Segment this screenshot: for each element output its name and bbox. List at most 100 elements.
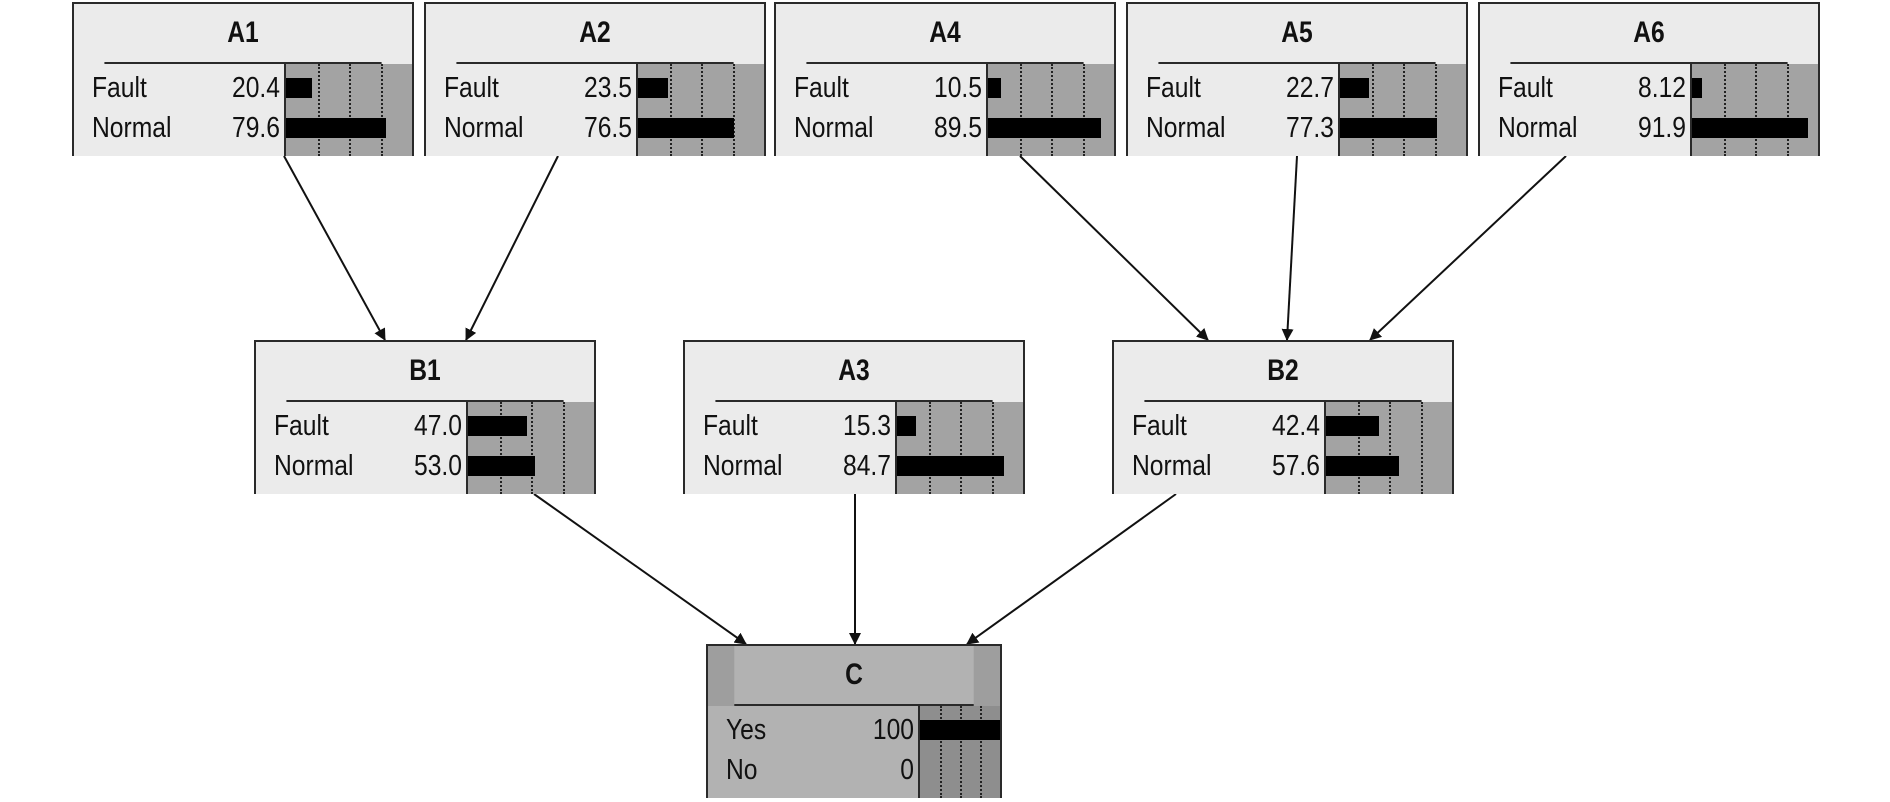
- edge-b1-to-c: [533, 493, 747, 645]
- state-label: Normal: [1146, 111, 1226, 144]
- probability-bars: [284, 64, 412, 156]
- state-row-fault[interactable]: Fault 10.5: [794, 68, 986, 108]
- state-row-fault[interactable]: Fault 15.3: [703, 406, 895, 446]
- probability-bar-normal: [1326, 456, 1399, 476]
- edge-a1-to-b1: [283, 155, 386, 341]
- grid-line: [980, 706, 982, 798]
- state-label: Fault: [703, 409, 758, 442]
- state-value: 0: [900, 753, 914, 786]
- state-row-fault[interactable]: Fault 22.7: [1146, 68, 1338, 108]
- state-row-normal[interactable]: Normal 77.3: [1146, 108, 1338, 148]
- grid-line: [531, 402, 533, 494]
- grid-line: [1051, 64, 1053, 156]
- probability-bar-fault: [468, 416, 527, 436]
- state-row-fault[interactable]: Fault 23.5: [444, 68, 636, 108]
- probability-bar-fault: [1326, 416, 1379, 436]
- state-value: 47.0: [414, 409, 462, 442]
- probability-bar-fault: [286, 78, 312, 98]
- state-value: 20.4: [232, 71, 280, 104]
- node-title: B2: [1144, 342, 1422, 402]
- state-label: Normal: [703, 449, 783, 482]
- grid-line: [1372, 64, 1374, 156]
- state-row-normal[interactable]: Normal 91.9: [1498, 108, 1690, 148]
- edge-b2-to-c: [966, 493, 1177, 645]
- state-value: 10.5: [934, 71, 982, 104]
- state-value: 42.4: [1272, 409, 1320, 442]
- state-value: 100: [872, 713, 914, 746]
- state-row-normal[interactable]: Normal 53.0: [274, 446, 466, 486]
- grid-line: [1435, 64, 1437, 156]
- state-row-no[interactable]: No 0: [726, 750, 918, 790]
- state-label: Fault: [794, 71, 849, 104]
- probability-bar-fault: [1340, 78, 1369, 98]
- state-value: 57.6: [1272, 449, 1320, 482]
- state-label: Normal: [1498, 111, 1578, 144]
- grid-line: [1724, 64, 1726, 156]
- edge-a6-to-b2: [1369, 155, 1567, 341]
- probability-bar-normal: [1340, 118, 1437, 138]
- state-row-yes[interactable]: Yes 100: [726, 710, 918, 750]
- state-label: Normal: [274, 449, 354, 482]
- probability-bar-normal: [638, 118, 734, 138]
- state-label: Fault: [444, 71, 499, 104]
- probability-bar-normal: [1692, 118, 1808, 138]
- state-value: 53.0: [414, 449, 462, 482]
- state-label: Fault: [1132, 409, 1187, 442]
- state-value: 77.3: [1286, 111, 1334, 144]
- state-label: Fault: [1146, 71, 1201, 104]
- state-value: 91.9: [1638, 111, 1686, 144]
- state-row-normal[interactable]: Normal 89.5: [794, 108, 986, 148]
- state-value: 23.5: [584, 71, 632, 104]
- grid-line: [733, 64, 735, 156]
- probability-bar-fault: [1692, 78, 1702, 98]
- state-label: No: [726, 753, 758, 786]
- probability-bar-yes: [920, 720, 1000, 740]
- state-label: Yes: [726, 713, 767, 746]
- grid-line: [1403, 64, 1405, 156]
- grid-line: [563, 402, 565, 494]
- grid-line: [1020, 64, 1022, 156]
- state-value: 15.3: [843, 409, 891, 442]
- state-label: Fault: [1498, 71, 1553, 104]
- grid-line: [1421, 402, 1423, 494]
- probability-bar-fault: [988, 78, 1001, 98]
- state-value: 22.7: [1286, 71, 1334, 104]
- probability-bars: [1690, 64, 1818, 156]
- state-row-fault[interactable]: Fault 42.4: [1132, 406, 1324, 446]
- grid-line: [992, 402, 994, 494]
- node-title: A6: [1510, 4, 1788, 64]
- node-title: A1: [104, 4, 382, 64]
- node-title: A4: [806, 4, 1084, 64]
- edge-a5-to-b2: [1281, 155, 1298, 341]
- grid-line: [940, 706, 942, 798]
- grid-line: [1083, 64, 1085, 156]
- probability-bar-fault: [897, 416, 916, 436]
- state-label: Normal: [794, 111, 874, 144]
- state-value: 89.5: [934, 111, 982, 144]
- grid-line: [701, 64, 703, 156]
- probability-bars: [466, 402, 594, 494]
- node-title: A2: [456, 4, 734, 64]
- probability-bars: [986, 64, 1114, 156]
